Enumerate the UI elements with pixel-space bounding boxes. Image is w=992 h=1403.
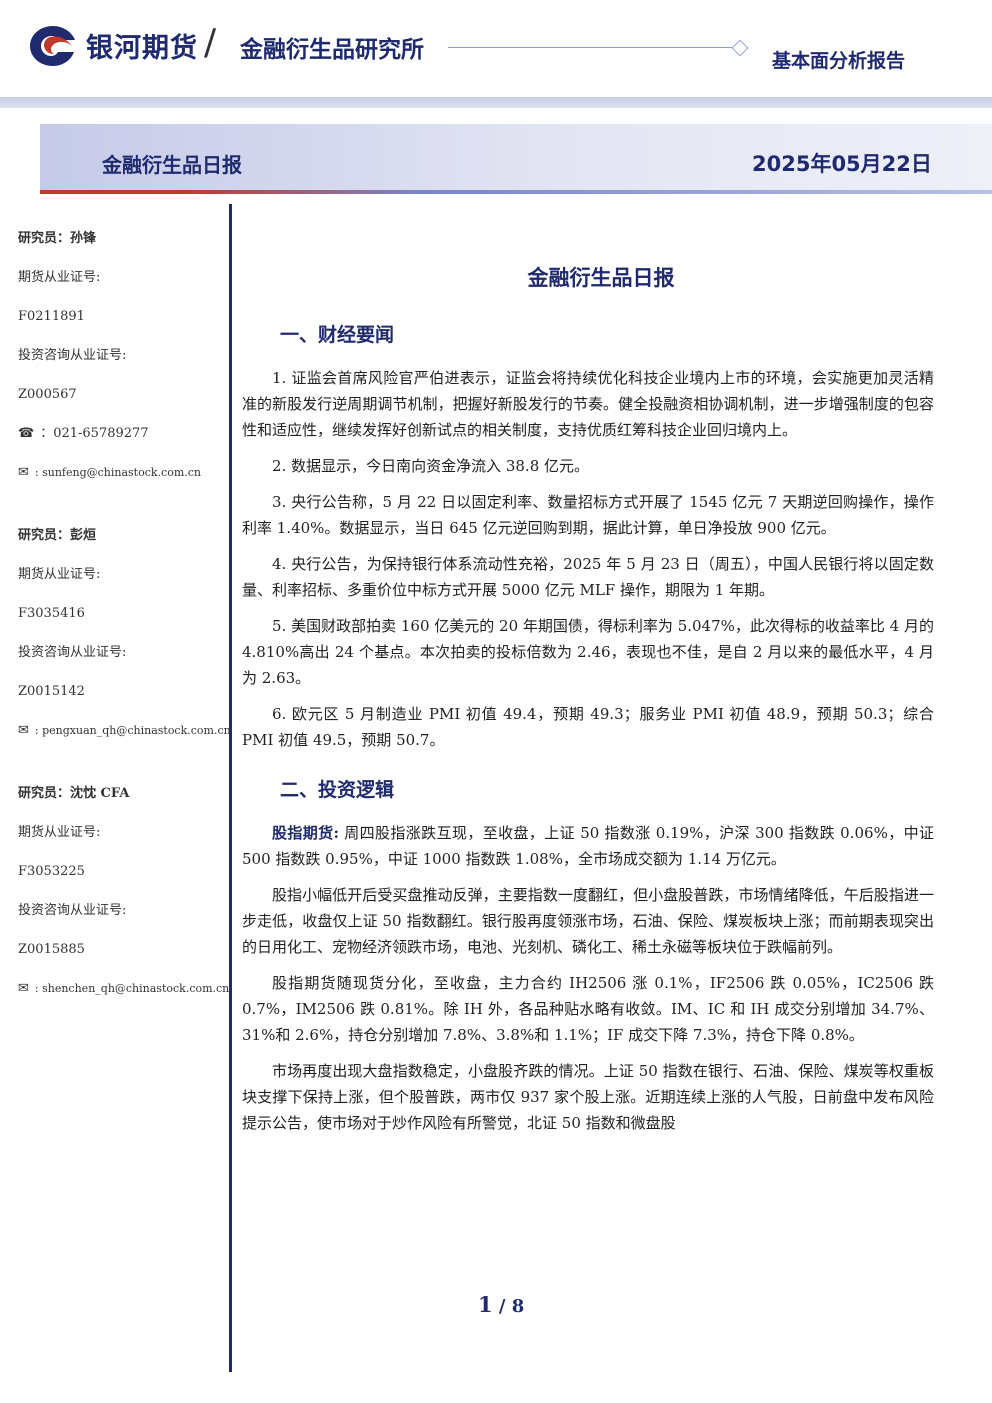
news-item: 2. 数据显示，今日南向资金净流入 38.8 亿元。 (272, 457, 590, 475)
main-content: 金融衍生品日报 一、财经要闻 1. 证监会首席风险官严伯进表示，证监会将持续优化… (242, 262, 934, 1146)
news-item: 1. 证监会首席风险官严伯进表示，证监会将持续优化科技企业境内上市的环境，会实施… (242, 369, 934, 439)
advisory-cert-label: 投资咨询从业证号: (18, 645, 127, 660)
analyst-name: 研究员：孙锋 (18, 231, 97, 246)
title-band-underline (40, 190, 992, 194)
report-date: 2025年05月22日 (752, 152, 932, 176)
logic-paragraph: 股指小幅低开后受买盘推动反弹，主要指数一度翻红，但小盘股普跌，市场情绪降低，午后… (242, 886, 934, 956)
analyst-sidebar: 研究员：孙锋 期货从业证号: F0211891 投资咨询从业证号: Z00056… (18, 226, 231, 1039)
logic-paragraph: 股指期货随现货分化，至收盘，主力合约 IH2506 涨 0.1%，IF2506 … (242, 974, 934, 1044)
report-title: 金融衍生品日报 (102, 153, 242, 177)
email-row: ✉ : pengxuan_qh@chinastock.com.cn (18, 718, 231, 757)
section-heading-logic: 二、投资逻辑 (280, 779, 395, 801)
lead-label: 股指期货: (272, 824, 340, 842)
analyst-card: 研究员：彭烜 期货从业证号: F3035416 投资咨询从业证号: Z00151… (18, 523, 231, 757)
advisory-cert-number: Z0015142 (18, 684, 85, 699)
page-number: 1 / 8 (0, 1292, 992, 1317)
futures-cert-label: 期货从业证号: (18, 567, 101, 582)
envelope-icon: ✉ (18, 465, 29, 480)
phone-icon: ☎ (18, 426, 35, 441)
document-title: 金融衍生品日报 (527, 266, 675, 290)
company-name: 银河期货 (86, 33, 198, 64)
futures-cert-label: 期货从业证号: (18, 270, 101, 285)
page-separator: / (492, 1296, 512, 1317)
page-total: 8 (511, 1296, 525, 1317)
header-decor-line (448, 47, 734, 48)
futures-cert-number: F0211891 (18, 309, 85, 324)
logic-paragraph: 股指期货: 周四股指涨跌互现，至收盘，上证 50 指数涨 0.19%，沪深 30… (242, 820, 934, 872)
sidebar-divider (229, 204, 232, 1372)
section-heading-news: 一、财经要闻 (280, 324, 395, 346)
analyst-name: 研究员：沈忱 CFA (18, 786, 130, 801)
page-header: 银河期货 / 金融衍生品研究所 基本面分析报告 (0, 0, 992, 108)
news-item: 3. 央行公告称，5 月 22 日以固定利率、数量招标方式开展了 1545 亿元… (242, 493, 934, 537)
news-item: 6. 欧元区 5 月制造业 PMI 初值 49.4，预期 49.3；服务业 PM… (242, 705, 934, 749)
email-row: ✉ : sunfeng@chinastock.com.cn (18, 460, 226, 499)
header-band (0, 97, 992, 108)
advisory-cert-label: 投资咨询从业证号: (18, 348, 127, 363)
futures-cert-number: F3035416 (18, 606, 85, 621)
analyst-card: 研究员：孙锋 期货从业证号: F0211891 投资咨询从业证号: Z00056… (18, 226, 226, 499)
email-link[interactable]: : shenchen_qh@chinastock.com.cn (34, 982, 230, 995)
advisory-cert-label: 投资咨询从业证号: (18, 903, 127, 918)
envelope-icon: ✉ (18, 981, 29, 996)
analyst-name: 研究员：彭烜 (18, 528, 97, 543)
logic-paragraph: 市场再度出现大盘指数稳定，小盘股齐跌的情况。上证 50 指数在银行、石油、保险、… (242, 1062, 934, 1132)
phone-number: ：021-65789277 (40, 426, 149, 441)
advisory-cert-number: Z000567 (18, 387, 77, 402)
page-current: 1 (478, 1292, 493, 1317)
email-row: ✉ : shenchen_qh@chinastock.com.cn (18, 976, 230, 1015)
page-number-wrap: 1 / 8 (478, 1292, 525, 1317)
lead-text: 周四股指涨跌互现，至收盘，上证 50 指数涨 0.19%，沪深 300 指数跌 … (242, 824, 934, 868)
futures-cert-number: F3053225 (18, 864, 85, 879)
header-slash: / (204, 22, 217, 63)
report-type: 基本面分析报告 (772, 50, 906, 72)
news-item: 4. 央行公告，为保持银行体系流动性充裕，2025 年 5 月 23 日（周五）… (242, 555, 934, 599)
news-item: 5. 美国财政部拍卖 160 亿美元的 20 年期国债，得标利率为 5.047%… (242, 617, 934, 687)
analyst-card: 研究员：沈忱 CFA 期货从业证号: F3053225 投资咨询从业证号: Z0… (18, 781, 230, 1015)
galaxy-logo-icon (30, 26, 75, 66)
phone-row: ☎ ：021-65789277 (18, 421, 226, 460)
email-link[interactable]: : pengxuan_qh@chinastock.com.cn (34, 724, 231, 737)
title-band (40, 124, 992, 192)
advisory-cert-number: Z0015885 (18, 942, 85, 957)
institute-name: 金融衍生品研究所 (240, 37, 424, 63)
futures-cert-label: 期货从业证号: (18, 825, 101, 840)
diamond-icon (731, 39, 749, 57)
email-link[interactable]: : sunfeng@chinastock.com.cn (34, 466, 202, 479)
envelope-icon: ✉ (18, 723, 29, 738)
